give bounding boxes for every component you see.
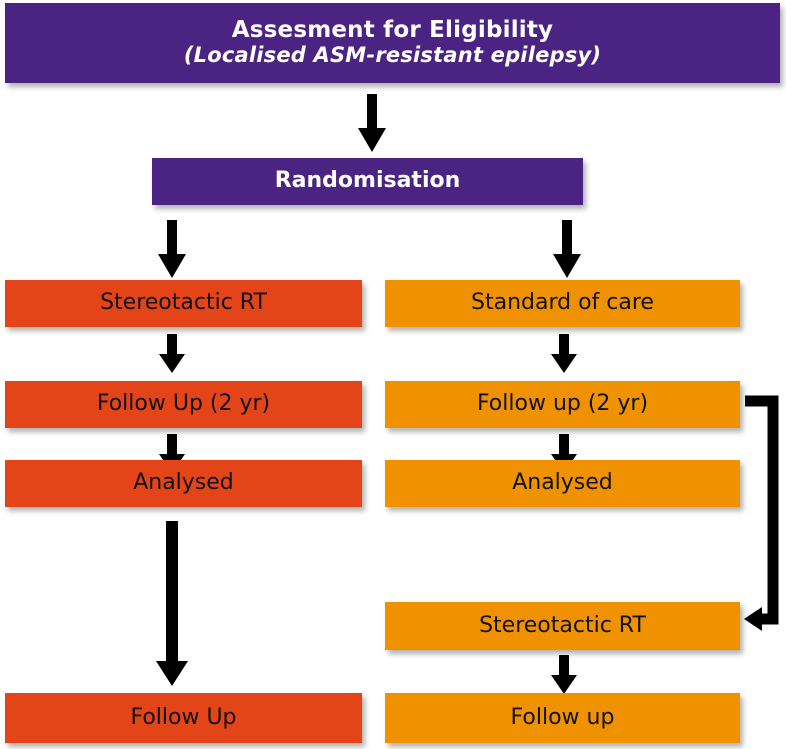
- right-follow-up-2yr-label: Follow up (2 yr): [476, 391, 649, 417]
- assessment-title-line2: (Localised ASM-resistant epilepsy): [183, 43, 602, 68]
- node-assessment-for-eligibility: Assesment for Eligibility (Localised ASM…: [5, 3, 780, 83]
- arrow-left-analysed-to-follow-up: [156, 521, 188, 687]
- arrow-right-stereotactic-to-followup: [551, 655, 577, 695]
- node-standard-of-care: Standard of care: [385, 280, 740, 327]
- node-right-follow-up-2yr: Follow up (2 yr): [385, 381, 740, 428]
- arrow-left-stereotactic-to-followup: [159, 334, 185, 374]
- left-follow-up-label: Follow Up: [130, 704, 237, 730]
- arrow-bracket-followup-to-stereotactic: [738, 392, 786, 636]
- node-right-stereotactic-rt: Stereotactic RT: [385, 602, 740, 650]
- node-right-analysed: Analysed: [385, 460, 740, 507]
- left-follow-up-2yr-label: Follow Up (2 yr): [96, 391, 271, 417]
- assessment-title-line1: Assesment for Eligibility: [231, 17, 554, 44]
- arrow-title-to-randomisation: [358, 94, 386, 154]
- node-left-analysed: Analysed: [5, 460, 362, 507]
- right-analysed-label: Analysed: [512, 470, 613, 496]
- arrow-randomisation-to-left-arm: [158, 220, 186, 280]
- node-left-follow-up-2yr: Follow Up (2 yr): [5, 381, 362, 428]
- node-left-follow-up: Follow Up: [5, 693, 362, 743]
- randomisation-label: Randomisation: [274, 168, 461, 194]
- left-analysed-label: Analysed: [133, 470, 234, 496]
- right-stereotactic-rt-label: Stereotactic RT: [479, 612, 646, 638]
- arrow-randomisation-to-right-arm: [553, 220, 581, 280]
- right-follow-up-label: Follow up: [510, 704, 615, 730]
- node-right-follow-up: Follow up: [385, 693, 740, 743]
- node-randomisation: Randomisation: [152, 158, 583, 205]
- arrow-standard-to-followup: [551, 334, 577, 374]
- node-left-stereotactic-rt: Stereotactic RT: [5, 280, 362, 327]
- standard-of-care-label: Standard of care: [471, 290, 654, 316]
- left-stereotactic-rt-label: Stereotactic RT: [100, 290, 267, 316]
